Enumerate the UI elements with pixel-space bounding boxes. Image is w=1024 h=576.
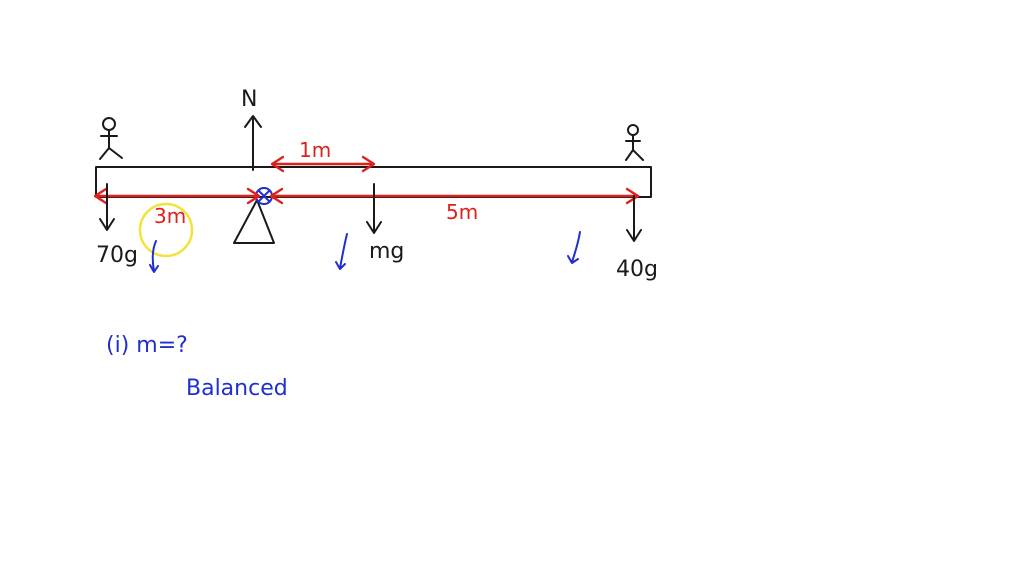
normal-force-arrow <box>244 115 262 171</box>
fulcrum-triangle <box>233 199 275 244</box>
dimension-arrow-1m <box>270 155 376 173</box>
balanced-note: Balanced <box>186 376 288 401</box>
dimension-label-1m: 1m <box>299 138 331 162</box>
highlight-circle <box>138 202 194 258</box>
rotation-mark-right <box>567 231 581 264</box>
normal-force-label: N <box>241 87 257 112</box>
rotation-mark-center <box>335 233 348 270</box>
left-person-figure <box>99 117 123 160</box>
rotation-mark-left <box>149 240 159 273</box>
right-person-figure <box>625 124 644 161</box>
weight-label-right: 40g <box>616 257 658 282</box>
dimension-label-5m: 5m <box>446 200 478 224</box>
weight-arrow-left <box>99 183 115 231</box>
weight-arrow-right <box>626 195 642 242</box>
weight-label-center: mg <box>369 239 404 264</box>
weight-arrow-center <box>366 183 382 234</box>
weight-label-left: 70g <box>96 243 138 268</box>
question-text: (i) m=? <box>106 333 188 358</box>
dimension-arrow-5m <box>269 187 640 205</box>
dimension-arrow-3m <box>93 187 261 205</box>
